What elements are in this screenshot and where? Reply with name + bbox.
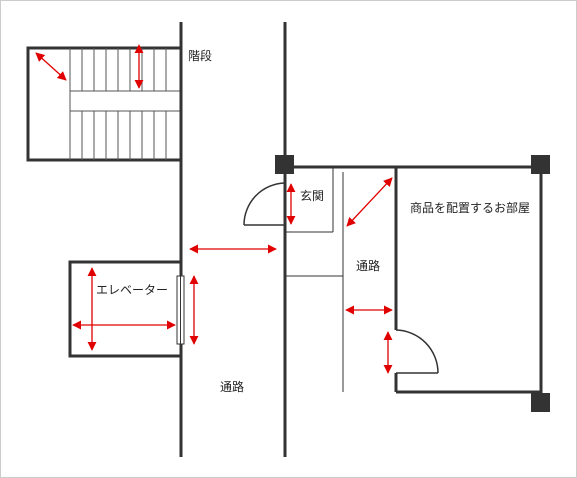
inner-diagonal-arrow	[346, 177, 393, 227]
stairs-landing	[69, 90, 182, 112]
stairs-diagonal-arrow	[35, 52, 67, 81]
product-room-label: 商品を配置するお部屋	[410, 201, 531, 215]
elevator-label: エレベーター	[96, 283, 169, 297]
corner-post	[531, 155, 550, 174]
corner-post	[531, 393, 550, 412]
outer-corridor-label: 通路	[220, 380, 245, 394]
corner-post	[275, 155, 294, 174]
product-room	[394, 167, 543, 402]
stairs-label: 階段	[188, 49, 213, 63]
shop-interior	[285, 165, 541, 392]
product-room-door	[395, 329, 439, 374]
elevator-block	[68, 260, 185, 358]
inner-corridor-label: 通路	[356, 259, 381, 273]
stairs-block	[26, 46, 182, 162]
entrance-label: 玄関	[300, 189, 325, 203]
entrance-door	[243, 182, 286, 226]
